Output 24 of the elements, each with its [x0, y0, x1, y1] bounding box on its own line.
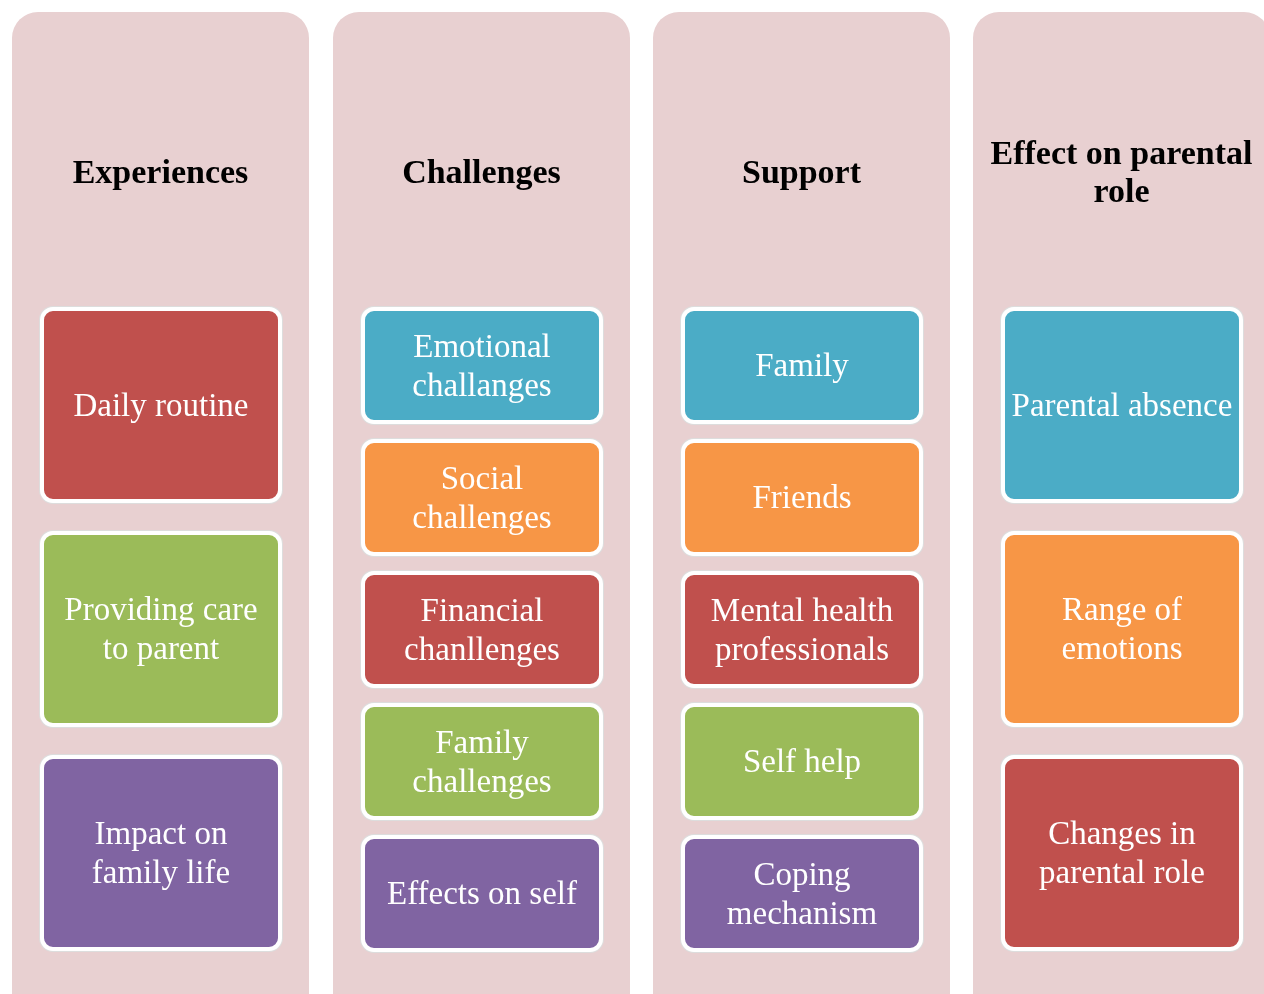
theme-box: Effects on self — [361, 835, 603, 952]
theme-box: Social challenges — [361, 439, 603, 556]
column-heading: Challenges — [401, 151, 562, 192]
theme-box: Family — [681, 307, 923, 424]
theme-box: Coping mechanism — [681, 835, 923, 952]
theme-box: Changes in parental role — [1001, 755, 1243, 951]
column-heading: Effect on parental role — [989, 132, 1254, 211]
theme-box: Impact on family life — [40, 755, 282, 951]
column-panel — [973, 12, 1264, 994]
theme-box: Parental absence — [1001, 307, 1243, 503]
column-heading: Support — [740, 151, 863, 192]
theme-box: Emotional challanges — [361, 307, 603, 424]
theme-box: Range of emotions — [1001, 531, 1243, 727]
theme-box: Providing care to parent — [40, 531, 282, 727]
column-panel — [653, 12, 950, 994]
theme-box: Financial chanllenges — [361, 571, 603, 688]
column-panel — [333, 12, 630, 994]
theme-box: Self help — [681, 703, 923, 820]
theme-box: Family challenges — [361, 703, 603, 820]
column-heading: Experiences — [71, 151, 250, 192]
theme-box: Mental health professionals — [681, 571, 923, 688]
theme-box: Daily routine — [40, 307, 282, 503]
theme-box: Friends — [681, 439, 923, 556]
column-panel — [12, 12, 309, 994]
